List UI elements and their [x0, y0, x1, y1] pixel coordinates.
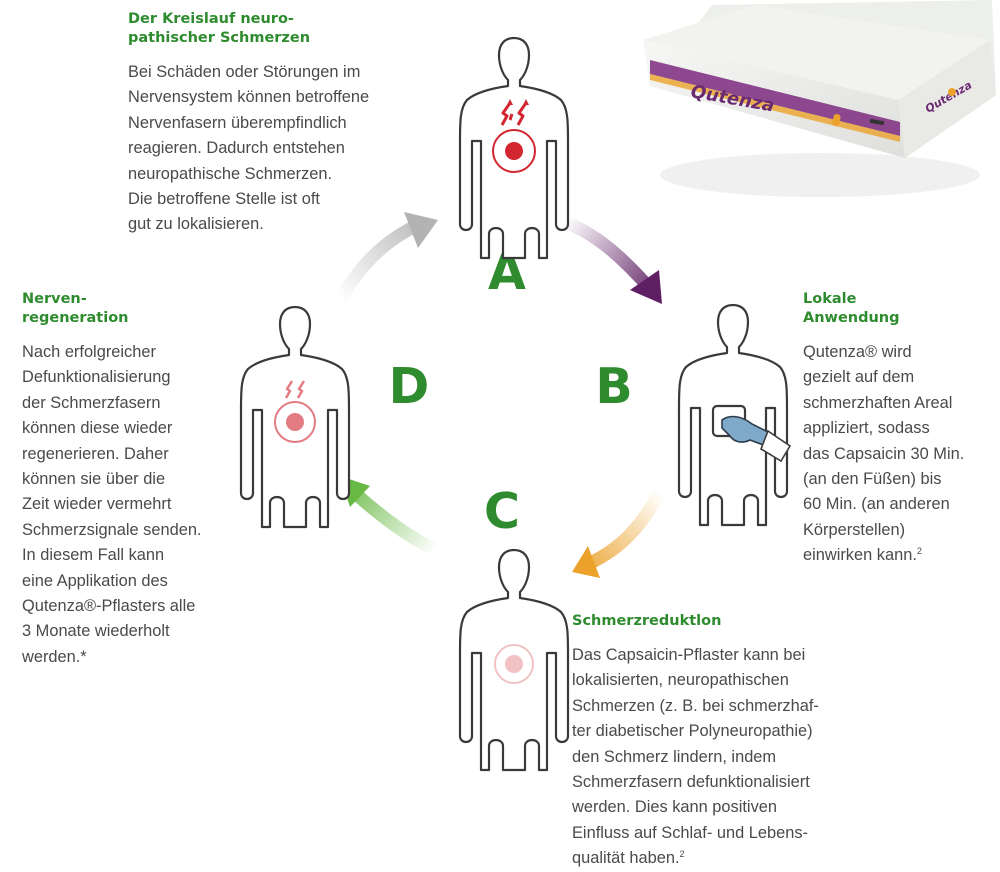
body-line: Schmerzsignale senden.	[22, 520, 202, 539]
body-line: Die betroffene Stelle ist oft	[128, 190, 320, 209]
pain-burst-icon	[494, 644, 534, 684]
arrow-b-to-c	[572, 488, 666, 578]
body-line: reagieren. Dadurch entstehen	[128, 139, 345, 158]
body-line: regenerieren. Daher	[22, 444, 169, 463]
section-title-line: regeneration	[22, 310, 129, 326]
body-line: Bei Schäden oder Störungen im	[128, 63, 361, 81]
body-line: Defunktionalisierung	[22, 368, 171, 387]
section-reduktion: Schmerzreduktlon Das Capsaicin-Pflaster …	[572, 612, 872, 872]
body-line: Schmerzfasern defunktionalisiert	[572, 773, 810, 792]
body-line: Nervenfasern überempfindlich	[128, 113, 347, 132]
body-line: eine Applikation des	[22, 571, 168, 590]
body-line: 60 Min. (an anderen	[803, 495, 950, 514]
body-line: der Schmerzfasern	[22, 393, 161, 412]
section-title-line: Schmerzreduktlon	[572, 613, 722, 629]
body-line: gezielt auf dem	[803, 368, 915, 387]
body-line: lokalisierten, neuropathischen	[572, 671, 789, 690]
body-line: In diesem Fall kann	[22, 546, 165, 565]
section-anwendung-body: Qutenza® wird gezielt auf dem schmerzhaf…	[803, 340, 993, 569]
section-anwendung: Lokale Anwendung Qutenza® wird gezielt a…	[803, 290, 993, 569]
body-line: das Capsaicin 30 Min.	[803, 444, 965, 463]
body-line: Zeit wieder vermehrt	[22, 495, 172, 514]
body-line: den Schmerz lindern, indem	[572, 747, 777, 766]
section-kreislauf-body: Bei Schäden oder Störungen im Nervensyst…	[128, 60, 428, 238]
pain-burst-icon	[492, 99, 536, 173]
product-box-image: Qutenza Qutenza	[643, 0, 996, 197]
pain-burst-icon	[274, 380, 316, 443]
footnote-marker: 2	[679, 849, 685, 860]
body-line: ter diabetischer Polyneuropathie)	[572, 722, 813, 741]
stage-letter-b: B	[595, 358, 632, 415]
body-line: Nach erfolgreicher	[22, 343, 156, 361]
section-reduktion-title: Schmerzreduktlon	[572, 612, 872, 631]
body-line: können diese wieder	[22, 419, 173, 438]
section-regeneration: Nerven- regeneration Nach erfolgreicher …	[22, 290, 242, 670]
body-line: schmerzhaften Areal	[803, 393, 953, 412]
footnote-marker: 2	[916, 546, 922, 557]
body-line: werden. Dies kann positiven	[572, 798, 777, 817]
body-line: können sie über die	[22, 470, 166, 489]
section-regeneration-body: Nach erfolgreicher Defunktionalisierung …	[22, 340, 242, 670]
body-line: Nervensystem können betroffene	[128, 88, 370, 107]
section-title-line: pathischer Schmerzen	[128, 30, 311, 46]
section-title-line: Anwendung	[803, 310, 900, 326]
stage-letter-d: D	[389, 358, 430, 415]
section-title-line: Lokale	[803, 291, 857, 307]
section-regeneration-title: Nerven- regeneration	[22, 290, 242, 328]
body-line-text: einwirken kann.	[803, 546, 917, 565]
body-line: qualität haben.2	[572, 846, 872, 871]
body-line: Körperstellen)	[803, 520, 906, 539]
arrow-d-to-a	[334, 212, 438, 304]
body-line: gut zu lokalisieren.	[128, 215, 264, 234]
arrow-a-to-b	[562, 215, 662, 304]
body-line: neuropathische Schmerzen.	[128, 164, 333, 183]
arrow-c-to-d	[340, 476, 438, 556]
body-line: appliziert, sodass	[803, 419, 930, 438]
gloved-hand-icon	[721, 415, 792, 463]
body-line-text: qualität haben.	[572, 849, 680, 868]
body-line: Einfluss auf Schlaf- und Lebens-	[572, 823, 808, 842]
body-line: (an den Füßen) bis	[803, 470, 942, 489]
section-title-line: Der Kreislauf neuro-	[128, 11, 294, 27]
body-line: 3 Monate wiederholt	[22, 622, 170, 641]
body-line: einwirken kann.2	[803, 543, 993, 568]
section-kreislauf: Der Kreislauf neuro- pathischer Schmerze…	[128, 10, 428, 238]
section-reduktion-body: Das Capsaicin-Pflaster kann bei lokalisi…	[572, 643, 872, 872]
figure-outline	[458, 548, 570, 772]
body-line: Schmerzen (z. B. bei schmerzhaf-	[572, 696, 819, 715]
human-figure-icon	[458, 548, 570, 772]
section-title-line: Nerven-	[22, 291, 87, 307]
body-line: Qutenza® wird	[803, 343, 912, 361]
stage-letter-c: C	[484, 483, 520, 540]
section-anwendung-title: Lokale Anwendung	[803, 290, 993, 328]
section-kreislauf-title: Der Kreislauf neuro- pathischer Schmerze…	[128, 10, 428, 48]
body-line: Qutenza®-Pflasters alle	[22, 597, 196, 616]
body-line: werden.*	[22, 647, 87, 666]
body-line: Das Capsaicin-Pflaster kann bei	[572, 646, 806, 664]
